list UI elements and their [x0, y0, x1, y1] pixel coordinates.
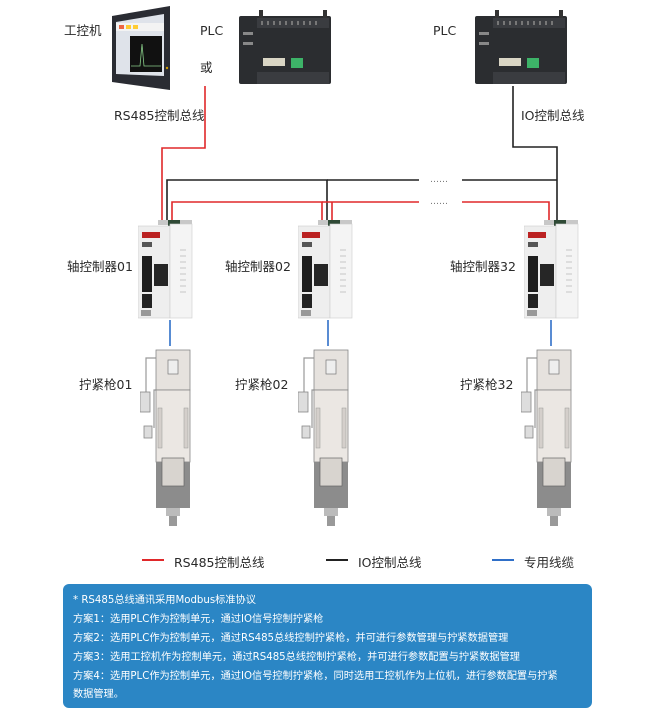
plc-left-label: PLC [200, 23, 224, 38]
ipc-label: 工控机 [64, 23, 102, 38]
io-wire-main [512, 86, 558, 222]
rs485-bus-ellipsis: …… [430, 197, 448, 207]
rs485-bus-right [462, 201, 550, 220]
solution-notes-panel: * RS485总线通讯采用Modbus标准协议 方案1：选用PLC作为控制单元，… [63, 584, 592, 708]
tightening-gun-02-label: 拧紧枪02 [235, 377, 289, 392]
axis-controller-02-label: 轴控制器02 [225, 259, 291, 274]
industrial-pc-image [110, 6, 172, 90]
legend-io-label: IO控制总线 [358, 555, 422, 570]
or-label: 或 [200, 60, 213, 75]
legend-rs485-swatch [142, 559, 164, 561]
axis-controller-01-image [137, 220, 194, 320]
note-plan-2: 方案2：选用PLC作为控制单元，通过RS485总线控制拧紧枪，并可进行参数管理与… [73, 633, 509, 644]
io-bus-left [166, 179, 328, 222]
legend-cable-swatch [492, 559, 514, 561]
legend-cable-label: 专用线缆 [524, 555, 575, 570]
note-plan-1: 方案1：选用PLC作为控制单元，通过IO信号控制拧紧枪 [73, 614, 324, 625]
io-bus-label: IO控制总线 [521, 108, 585, 123]
axis-controller-02-image [297, 220, 354, 320]
legend-io-swatch [326, 559, 348, 561]
note-plan-3: 方案3：选用工控机作为控制单元，通过RS485总线控制拧紧枪，并可进行参数配置与… [73, 652, 520, 663]
rs485-wire-main [161, 86, 206, 220]
tightening-gun-32-label: 拧紧枪32 [460, 377, 514, 392]
tightening-gun-01-label: 拧紧枪01 [79, 377, 133, 392]
io-bus-ellipsis: …… [430, 175, 448, 185]
plc-left-image [237, 8, 332, 86]
rs485-bus-left [171, 201, 323, 220]
plc-right-image [473, 8, 568, 86]
axis-controller-32-image [523, 220, 580, 320]
axis-controller-01-label: 轴控制器01 [67, 259, 133, 274]
legend-rs485-label: RS485控制总线 [174, 555, 265, 570]
tightening-gun-02-image [297, 348, 350, 528]
note-plan-4-cont: 数据管理。 [73, 689, 124, 700]
tightening-gun-32-image [520, 348, 573, 528]
note-protocol: * RS485总线通讯采用Modbus标准协议 [73, 595, 256, 606]
plc-right-label: PLC [433, 23, 457, 38]
tightening-gun-01-image [139, 348, 192, 528]
rs485-bus-label: RS485控制总线 [114, 108, 205, 123]
axis-controller-32-label: 轴控制器32 [450, 259, 516, 274]
note-plan-4: 方案4：选用PLC作为控制单元，通过IO信号控制拧紧枪，同时选用工控机作为上位机… [73, 671, 558, 682]
